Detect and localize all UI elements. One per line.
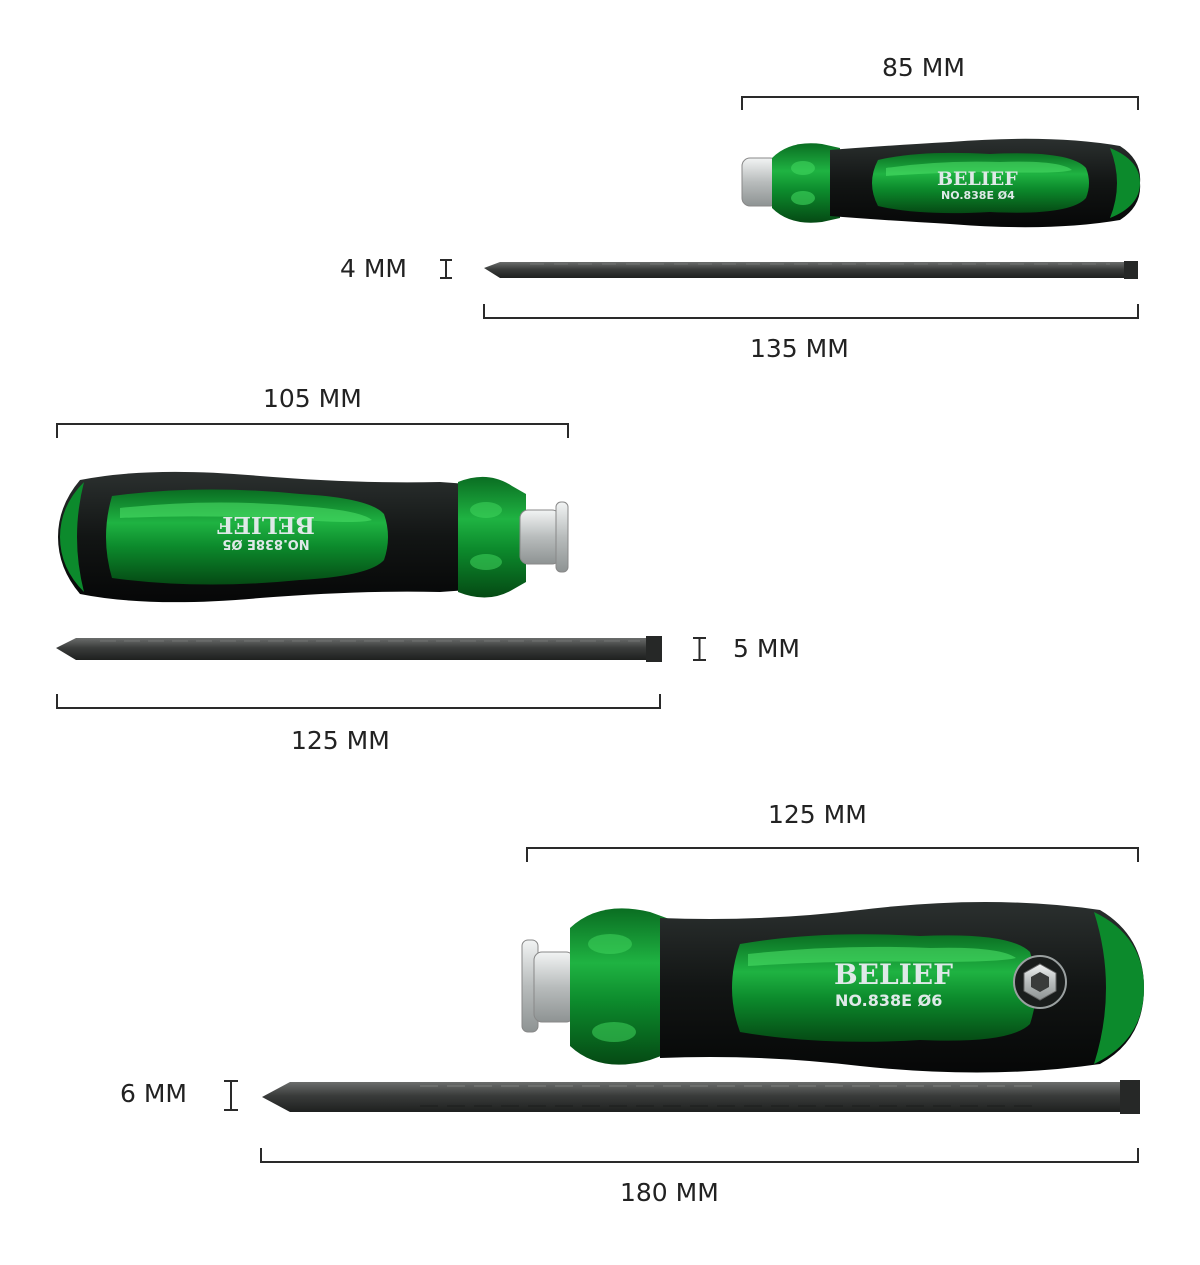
large-bit-length-bracket: [260, 1148, 1139, 1163]
large-handle-brand: BELIEF: [834, 958, 954, 991]
small-bit-diameter-marker: [440, 259, 452, 279]
medium-handle-length-bracket: [56, 423, 569, 438]
medium-handle-length-label: 105 MM: [263, 384, 362, 413]
medium-screwdriver-bit: [56, 636, 662, 662]
small-handle-model: NO.838E Ø4: [941, 189, 1015, 202]
medium-bit-diameter-marker: [693, 637, 706, 661]
small-handle-length-label: 85 MM: [882, 53, 965, 82]
large-handle-length-label: 125 MM: [768, 800, 867, 829]
medium-screwdriver-handle: [58, 471, 569, 603]
small-handle-length-bracket: [741, 96, 1139, 110]
medium-handle-brand: BELIEF: [217, 511, 315, 538]
small-handle-brand: BELIEF: [937, 168, 1018, 190]
small-screwdriver-bit: [484, 261, 1138, 279]
small-bit-diameter-label: 4 MM: [340, 254, 407, 283]
medium-handle-model: NO.838E Ø5: [222, 536, 310, 551]
medium-bit-diameter-label: 5 MM: [733, 634, 800, 663]
small-bit-length-bracket: [483, 304, 1139, 319]
large-screwdriver-handle: [521, 902, 1144, 1073]
large-bit-diameter-label: 6 MM: [120, 1079, 187, 1108]
medium-handle-branding: NO.838E Ø5 BELIEF: [206, 511, 326, 551]
small-bit-length-label: 135 MM: [750, 334, 849, 363]
large-bit-diameter-marker: [224, 1080, 238, 1111]
medium-bit-length-bracket: [56, 694, 661, 709]
large-handle-length-bracket: [526, 847, 1139, 862]
medium-bit-length-label: 125 MM: [291, 726, 390, 755]
large-screwdriver-bit: [262, 1080, 1140, 1114]
large-bit-length-label: 180 MM: [620, 1178, 719, 1207]
small-screwdriver-handle: [741, 138, 1141, 228]
large-handle-model: NO.838E Ø6: [835, 991, 943, 1010]
